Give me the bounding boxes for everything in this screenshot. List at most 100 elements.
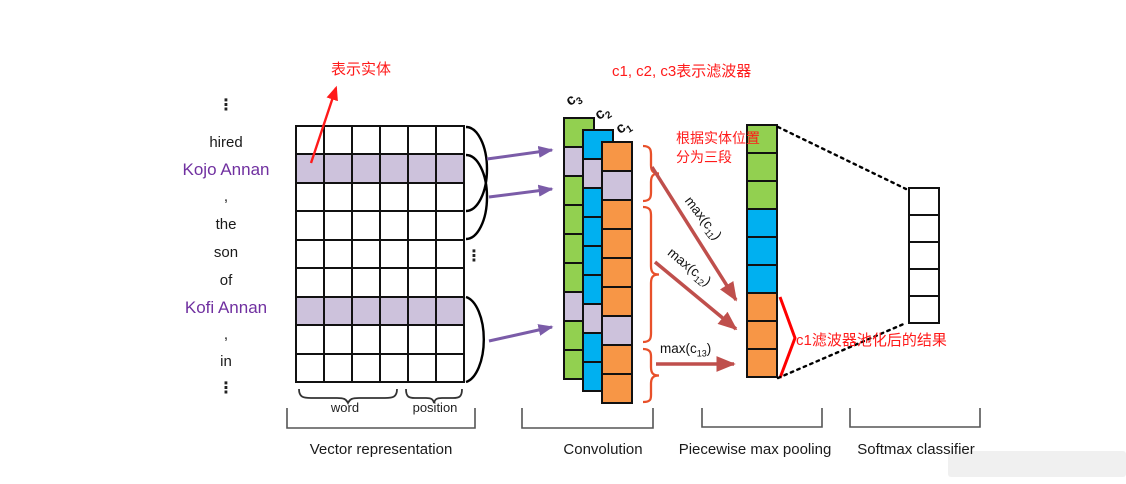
word-embedding-label: word	[330, 400, 360, 415]
entity-matrix-cell	[437, 155, 463, 182]
matrix-cell	[409, 269, 435, 296]
sentence-word: ,	[223, 188, 229, 205]
matrix-cell	[297, 127, 323, 154]
matrix-cell	[325, 127, 351, 154]
entity-matrix-cell	[437, 297, 463, 325]
matrix-ellipsis: ⋮	[466, 246, 482, 265]
section-brackets	[286, 408, 981, 429]
matrix-cell	[381, 269, 407, 296]
entity-matrix-cell	[381, 297, 407, 325]
filter-feature-cell	[603, 201, 631, 228]
entity-matrix-cell	[353, 155, 379, 182]
matrix-cell	[297, 183, 323, 211]
entity-note: 表示实体	[331, 61, 392, 78]
matrix-cell	[437, 326, 463, 353]
pooling-cell	[748, 210, 776, 236]
sentence-word: ⋮	[218, 378, 234, 397]
matrix-cell	[409, 183, 435, 211]
filter-label-c2: c2	[591, 104, 615, 124]
entity-matrix-cell	[409, 155, 435, 182]
sentence-word: ,	[223, 326, 229, 343]
softmax-cell	[910, 216, 938, 241]
sentence-entity-word: Kojo Annan	[182, 160, 270, 179]
pooling-cell	[748, 182, 776, 208]
matrix-cell	[437, 240, 463, 268]
entity-matrix-cell	[297, 297, 323, 325]
segment-note: 根据实体位置 分为三段	[676, 129, 760, 167]
matrix-cell	[325, 354, 351, 381]
matrix-cell	[437, 183, 463, 211]
max-c13-label: max(c13)	[660, 341, 712, 359]
pooled-segment-bracket	[778, 296, 797, 379]
pooling-cell	[748, 126, 776, 152]
matrix-cell	[353, 240, 379, 268]
embedding-matrix	[295, 125, 465, 383]
matrix-cell	[381, 326, 407, 353]
filter-feature-cell	[603, 172, 631, 199]
pooling-cell	[748, 294, 776, 320]
sentence-entity-word: Kofi Annan	[184, 298, 268, 317]
filter-label-c1: c1	[612, 118, 636, 138]
matrix-cell	[381, 183, 407, 211]
matrix-cell	[325, 240, 351, 268]
matrix-cell	[297, 354, 323, 381]
softmax-cell	[910, 270, 938, 295]
pooling-cell	[748, 238, 776, 264]
sentence-word: son	[213, 244, 239, 261]
entity-matrix-cell	[409, 297, 435, 325]
filter-label-c3: c3	[562, 90, 586, 110]
matrix-cell	[325, 269, 351, 296]
matrix-cell	[297, 326, 323, 353]
matrix-cell	[381, 354, 407, 381]
sentence-word: hired	[209, 134, 243, 151]
matrix-cell	[297, 240, 323, 268]
pooling-cell	[748, 322, 776, 348]
section-label-vector-representation: Vector representation	[309, 441, 453, 458]
piecewise-pooling-column	[746, 124, 778, 378]
pooling-cell	[748, 266, 776, 292]
matrix-cell	[409, 240, 435, 268]
watermark-strip	[948, 451, 1126, 477]
matrix-cell	[353, 269, 379, 296]
filter-feature-cell	[603, 375, 631, 402]
matrix-cell	[409, 326, 435, 353]
filter-feature-cell	[603, 288, 631, 315]
max-c12-label: max(c12)	[664, 244, 715, 289]
matrix-cell	[437, 212, 463, 239]
matrix-cell	[353, 212, 379, 239]
sentence-word: in	[220, 353, 232, 370]
section-label-softmax-classifier: Softmax classifier	[857, 441, 975, 458]
window-to-filter-arrows	[486, 145, 554, 343]
max-c11-label: max(c11)	[681, 193, 725, 243]
entity-matrix-cell	[325, 155, 351, 182]
position-embedding-label: position	[412, 400, 458, 415]
section-label-convolution: Convolution	[563, 441, 643, 458]
pooling-result-note: c1滤波器池化后的结果	[796, 332, 947, 349]
matrix-cell	[409, 127, 435, 154]
pooling-cell	[748, 154, 776, 180]
sentence-word: ⋮	[218, 95, 234, 114]
softmax-column	[908, 187, 940, 324]
filter-feature-cell	[603, 317, 631, 344]
matrix-cell	[437, 127, 463, 154]
matrix-cell	[353, 354, 379, 381]
matrix-cell	[297, 212, 323, 239]
matrix-cell	[381, 240, 407, 268]
segment-note-line1: 根据实体位置	[676, 130, 760, 146]
matrix-cell	[325, 183, 351, 211]
filter-feature-cell	[603, 143, 631, 170]
matrix-cell	[437, 269, 463, 296]
softmax-cell	[910, 189, 938, 214]
filter-column-c1	[601, 141, 633, 404]
matrix-cell	[409, 354, 435, 381]
filter-feature-cell	[603, 230, 631, 257]
section-label-piecewise-max-pooling: Piecewise max pooling	[678, 441, 832, 458]
matrix-cell	[437, 354, 463, 381]
matrix-cell	[353, 127, 379, 154]
filter-feature-cell	[603, 346, 631, 373]
matrix-cell	[325, 326, 351, 353]
matrix-cell	[353, 326, 379, 353]
segment-note-line2: 分为三段	[676, 149, 732, 165]
softmax-cell	[910, 297, 938, 322]
